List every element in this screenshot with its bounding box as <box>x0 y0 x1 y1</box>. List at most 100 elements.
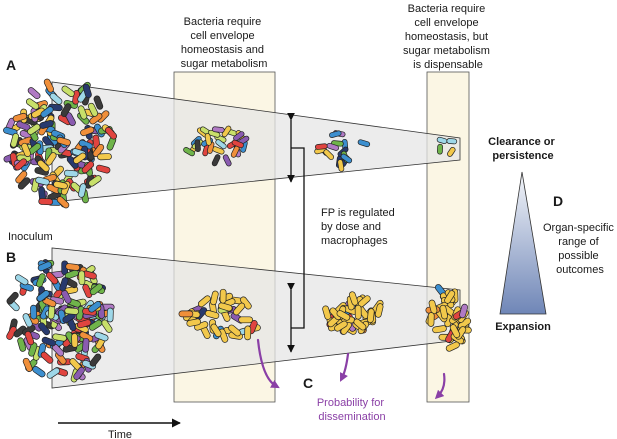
bacterium <box>210 323 222 338</box>
bacterium <box>43 78 55 93</box>
panel-label-d: D <box>553 193 563 209</box>
bacterium <box>94 331 109 342</box>
bacterium <box>244 325 252 341</box>
outcome-bottom-label: Expansion <box>495 321 551 333</box>
bacterium <box>357 139 371 148</box>
bacterium <box>35 176 50 186</box>
bacterium <box>63 169 79 178</box>
dissemination-arrow-1 <box>256 338 280 389</box>
bacterium <box>30 304 38 320</box>
bacterium <box>41 336 56 347</box>
inoculum-label: Inoculum <box>8 231 53 243</box>
bacterium <box>88 301 102 313</box>
bacterium <box>340 153 353 164</box>
bacterium <box>353 318 367 331</box>
bacterium <box>53 180 68 190</box>
inoculum-cluster-a <box>3 78 118 209</box>
bacterium <box>49 92 63 105</box>
bacterium <box>432 325 447 334</box>
zone2-cluster-a <box>436 136 458 157</box>
bacterium <box>428 299 438 315</box>
bacterium <box>40 106 54 118</box>
dissemination-arrow-3 <box>434 372 446 400</box>
bacterium <box>336 310 351 321</box>
bacterium <box>46 271 59 285</box>
bacterium <box>32 366 46 378</box>
bacterium <box>82 337 90 353</box>
bacterium <box>73 366 85 380</box>
fp-regulation-text: FP is regulated by dose and macrophages <box>321 207 398 247</box>
bacterium <box>218 328 229 343</box>
bacterium <box>17 337 27 352</box>
outcome-top-label: Clearance or persistence <box>488 136 558 162</box>
bacterium <box>77 105 88 120</box>
bacterium <box>31 107 45 119</box>
bacterium <box>10 133 20 148</box>
bacterium <box>27 87 41 100</box>
dissemination-arrows <box>256 338 446 400</box>
bacterium <box>65 263 81 271</box>
bacterium <box>15 170 28 184</box>
bacterium <box>38 198 54 206</box>
zone1-cluster-a <box>183 125 250 167</box>
fp-bracket <box>287 112 305 353</box>
time-label: Time <box>108 429 132 439</box>
bacterium <box>215 139 227 150</box>
bacterium <box>194 139 201 153</box>
bacterium <box>186 318 201 327</box>
bacterium <box>92 143 105 158</box>
bacterium <box>39 119 54 129</box>
bacterium <box>73 152 87 165</box>
bacterium <box>12 112 28 122</box>
bacterium <box>228 324 242 337</box>
bacterium <box>76 319 92 329</box>
bacterium <box>52 333 67 342</box>
zone-2-header: Bacteria require cell envelope homeostas… <box>403 3 493 71</box>
zone-1-header: Bacteria require cell envelope homeostas… <box>181 16 268 70</box>
dissemination-arrow-2 <box>340 352 350 382</box>
bacterium <box>444 290 456 304</box>
bacterium <box>60 103 72 117</box>
bacterium <box>314 143 328 150</box>
bacterium <box>82 83 92 99</box>
bacterium <box>25 98 40 110</box>
bacterium <box>204 310 220 319</box>
bacterium <box>59 277 69 292</box>
bacterium <box>87 102 99 117</box>
bacterium <box>178 310 194 318</box>
zone1-cluster-b <box>178 288 261 343</box>
bacterium <box>93 95 104 110</box>
bacterium <box>45 152 57 166</box>
bacterium <box>56 136 71 146</box>
bacterium <box>97 153 112 161</box>
panel-label-a: A <box>6 57 16 73</box>
outcome-range-triangle <box>499 171 547 315</box>
bacterium <box>80 126 95 137</box>
bacterium <box>233 131 245 142</box>
bacterium <box>437 143 443 155</box>
bacterium <box>24 330 35 346</box>
bacterium <box>21 142 31 157</box>
bacterium <box>459 303 468 319</box>
bacterium <box>337 159 345 172</box>
bacterium <box>64 307 80 315</box>
bacterium <box>6 291 19 305</box>
bacterium <box>374 303 384 318</box>
bacterium <box>40 351 54 364</box>
bacterium <box>22 313 33 328</box>
bacterium <box>219 288 227 304</box>
bacterium <box>36 273 46 288</box>
bacterium <box>334 320 348 332</box>
bacterium <box>367 308 375 323</box>
bacterium <box>71 333 79 348</box>
bacterium <box>106 307 114 323</box>
bacterium <box>38 322 51 336</box>
bacterium <box>204 133 212 146</box>
bacterium <box>329 130 342 138</box>
bacterium <box>37 159 50 173</box>
bacterium <box>197 295 211 308</box>
bacterium <box>104 126 118 140</box>
bacterium <box>78 270 86 286</box>
bacterium <box>13 325 27 338</box>
